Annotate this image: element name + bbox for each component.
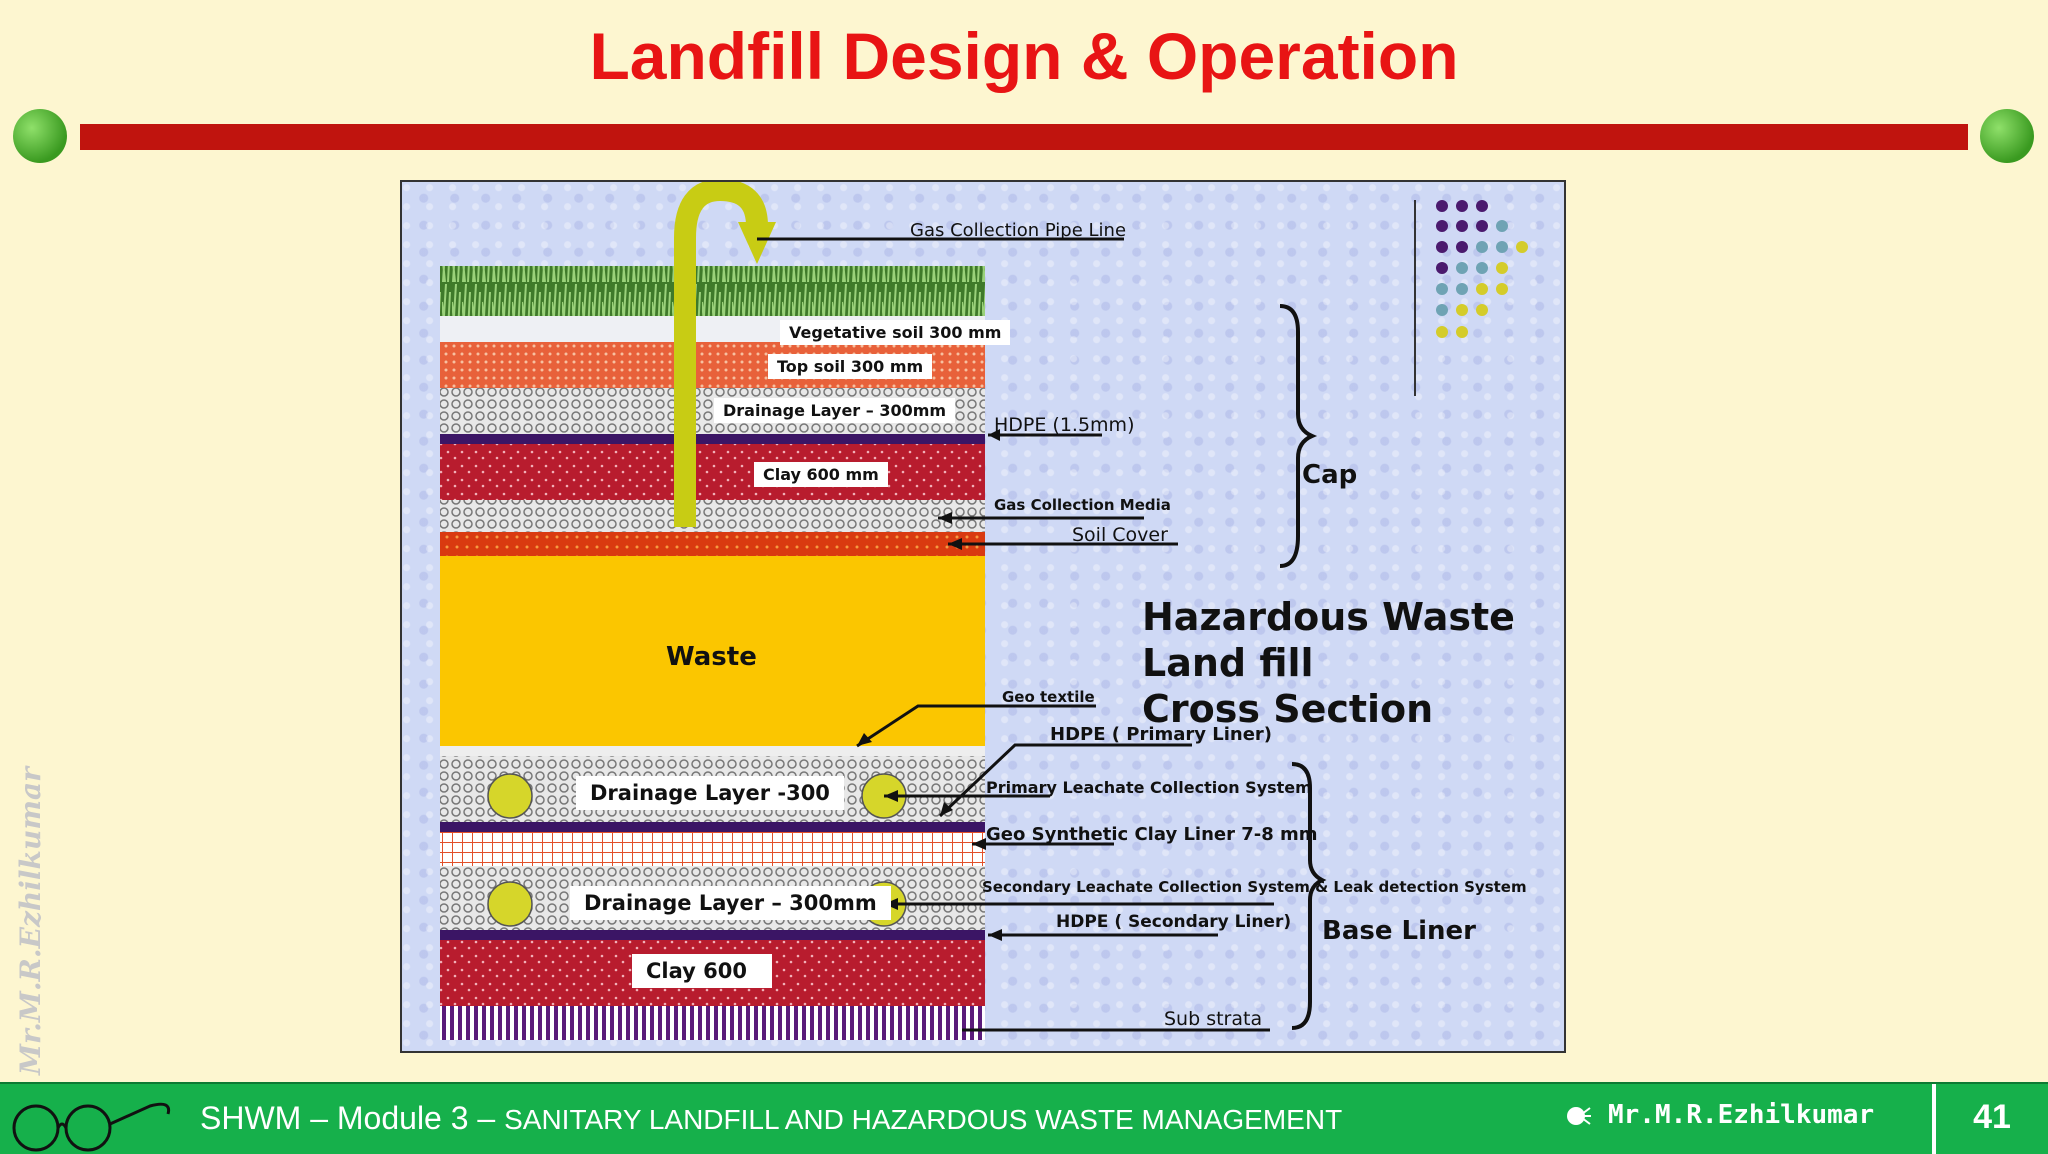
drainage-layer-secondary-label: Drainage Layer – 300mm [570, 886, 891, 920]
footer-module-text: SHWM – Module 3 – SANITARY LANDFILL AND … [200, 1100, 1342, 1137]
gas-collection-pipe-annotation: Gas Collection Pipe Line [910, 220, 1127, 241]
slide-page-number: 41 [1973, 1098, 2011, 1136]
footer-separator [1932, 1084, 1936, 1154]
footer-module-prefix: SHWM – Module 3 – [200, 1100, 505, 1136]
diagram-heading: Hazardous Waste Land fill Cross Section [1142, 594, 1564, 732]
footer-module-title: SANITARY LANDFILL AND HAZARDOUS WASTE MA… [504, 1104, 1343, 1135]
hdpe-cap-annotation: HDPE (1.5mm) [994, 414, 1135, 436]
clay-top-label: Clay 600 mm [754, 462, 888, 487]
hdpe-primary-liner-annotation: HDPE ( Primary Liner) [1050, 724, 1273, 745]
landfill-cross-section-diagram: Vegetative soil 300 mm Top soil 300 mm D… [400, 180, 1566, 1053]
gas-collection-media-annotation: Gas Collection Media [994, 496, 1171, 514]
sub-strata-annotation: Sub strata [1164, 1008, 1263, 1030]
decorative-vertical-line [1414, 200, 1416, 396]
left-bullet-dot [13, 109, 67, 163]
hdpe-secondary-liner-annotation: HDPE ( Secondary Liner) [1056, 912, 1292, 932]
secondary-leachate-annotation: Secondary Leachate Collection System & L… [982, 878, 1527, 896]
logo-icon [12, 1102, 171, 1152]
geo-synthetic-clay-liner-annotation: Geo Synthetic Clay Liner 7-8 mm [986, 824, 1318, 845]
waste-layer-label: Waste [666, 642, 757, 672]
diagram-heading-line-1: Hazardous Waste Land fill [1142, 595, 1515, 685]
drainage-layer-top-label: Drainage Layer – 300mm [714, 398, 956, 423]
soil-cover-annotation: Soil Cover [1072, 524, 1168, 546]
title-rule-bar [80, 124, 1968, 150]
footer-author: Mr.M.R.Ezhilkumar [1608, 1100, 1875, 1130]
author-watermark: Mr.M.R.Ezhilkumar [14, 767, 47, 1075]
clay-bottom-label: Clay 600 [632, 954, 772, 988]
cap-brace-label: Cap [1302, 460, 1358, 490]
top-soil-label: Top soil 300 mm [768, 354, 933, 379]
slide-title: Landfill Design & Operation [589, 19, 1459, 93]
right-bullet-dot [1980, 109, 2034, 163]
speaker-icon [1567, 1107, 1591, 1125]
drainage-layer-primary-label: Drainage Layer -300 [576, 776, 844, 810]
geo-textile-annotation: Geo textile [1002, 688, 1095, 706]
decorative-dot-grid [1436, 200, 1528, 338]
primary-leachate-annotation: Primary Leachate Collection System [986, 778, 1312, 797]
vegetative-soil-label: Vegetative soil 300 mm [780, 320, 1011, 345]
base-liner-brace-label: Base Liner [1322, 916, 1476, 946]
slide-footer: SHWM – Module 3 – SANITARY LANDFILL AND … [0, 1082, 2048, 1154]
diagram-heading-line-2: Cross Section [1142, 687, 1434, 731]
